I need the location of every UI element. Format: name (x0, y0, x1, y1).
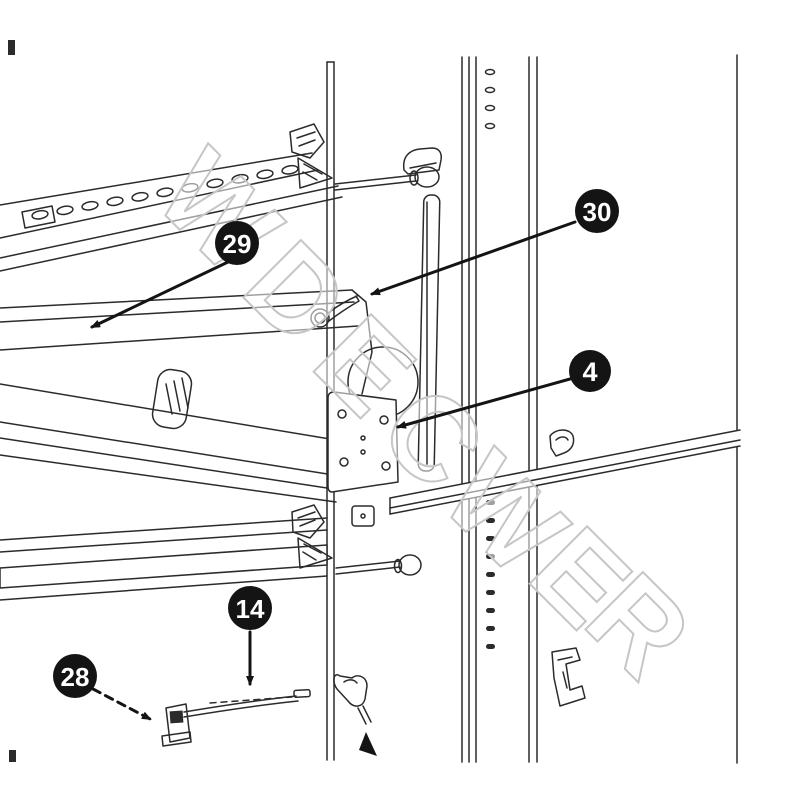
lower-rails (0, 517, 328, 601)
callout-28-badge (53, 654, 97, 698)
callout-14-badge (228, 586, 272, 630)
line-art (0, 40, 741, 764)
callout-4-badge (569, 350, 611, 392)
callout-29-number: 29 (223, 229, 252, 259)
callouts: 30 29 4 14 28 (53, 189, 619, 721)
cotter-pin (310, 295, 360, 328)
callout-30-number: 30 (583, 197, 612, 227)
callout-29-arrow (90, 260, 230, 329)
edge-marks (8, 40, 16, 762)
right-clip-upper (549, 429, 575, 457)
thumbscrew-top (289, 123, 442, 191)
callout-30-badge (575, 189, 619, 233)
callout-29: 29 (90, 221, 259, 329)
mounting-bracket (327, 391, 399, 493)
drawer-slide-assembly (0, 152, 419, 527)
callout-30-arrow (370, 220, 577, 296)
callout-29-badge (215, 221, 259, 265)
rack-post-slots (486, 500, 495, 649)
latch-lever-assembly (161, 688, 311, 747)
callout-28-arrow (91, 687, 152, 721)
thumbscrew-bottom (291, 504, 422, 576)
callout-28: 28 (53, 654, 152, 721)
callout-14-number: 14 (236, 594, 265, 624)
right-clip-lower (551, 647, 586, 707)
callout-14: 14 (228, 586, 272, 686)
horizontal-support-bar (389, 429, 741, 515)
callout-28-number: 28 (61, 662, 90, 692)
callout-4-arrow (396, 377, 572, 429)
insert-direction-arrow (359, 732, 377, 756)
bottom-center-clip (333, 674, 377, 756)
callout-4: 4 (396, 350, 611, 429)
callout-30: 30 (370, 189, 619, 296)
callout-4-number: 4 (582, 357, 597, 387)
